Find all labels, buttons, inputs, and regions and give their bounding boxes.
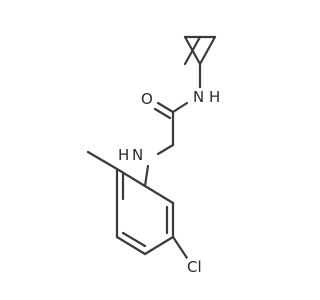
bond-amine-ring (143, 164, 150, 188)
bond-ch2-amine (156, 143, 175, 156)
bond-cyclopropyl-base (183, 35, 202, 66)
bond-n-carbonyl (171, 101, 189, 114)
bond-methyl (86, 150, 119, 171)
atom-amine-hydrogen: H (118, 146, 129, 164)
atom-amide-nitrogen: N (193, 88, 204, 106)
bond-carbonyl-double-1 (156, 101, 175, 114)
atom-amine-nitrogen: N (132, 146, 143, 164)
molecule-diagram: O N H H N Cl (86, 35, 220, 276)
atom-amide-hydrogen: H (209, 88, 220, 106)
atom-chlorine: Cl (187, 258, 202, 276)
bond-ring-c1-c2 (115, 167, 147, 188)
bond-ring-c5-c6 (143, 235, 175, 256)
bond-ring-c4-c5 (115, 235, 147, 256)
bond-ring-c4-c5-inner (121, 231, 147, 248)
bond-carbonyl-double-2 (153, 107, 172, 120)
atom-oxygen: O (141, 90, 153, 108)
bond-cyclopropyl-right (198, 35, 217, 66)
bond-c-cl (171, 235, 189, 260)
bond-ring-c1-top (143, 184, 175, 205)
